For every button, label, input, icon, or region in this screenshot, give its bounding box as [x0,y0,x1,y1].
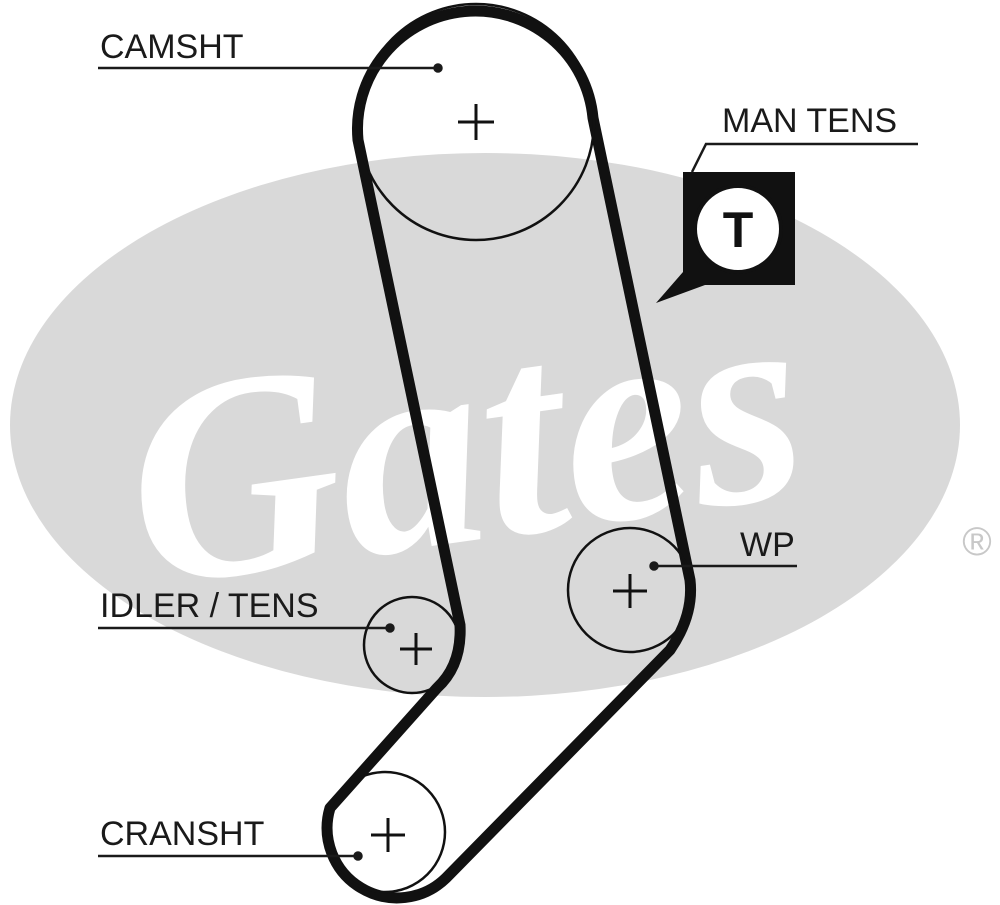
camshaft-leader-dot [433,63,443,73]
plus-icon [400,633,432,665]
water-pump-pulley [566,526,694,654]
crankshaft-leader-dot [353,851,363,861]
registered-mark: ® [962,520,991,564]
idler-tensioner-label: IDLER / TENS [100,587,319,625]
plus-icon [458,104,494,140]
wp-leader-dot [649,561,659,571]
idler-tensioner-pulley [362,595,462,695]
logo-oval [10,153,960,697]
water-pump-label: WP [740,526,795,564]
gates-logo: Gates ® [10,153,992,697]
idler-leader-dot [385,623,395,633]
manual-tensioner-badge: T [656,172,795,303]
man-tens-leader [690,142,918,173]
plus-icon [613,574,647,608]
crankshaft-label: CRANSHT [100,815,264,853]
leader-lines [98,63,918,861]
camshaft-pulley [356,2,596,242]
plus-icon [371,818,405,852]
camshaft-label: CAMSHT [100,28,244,66]
crankshaft-pulley [323,770,447,894]
tensioner-symbol: T [723,202,754,258]
manual-tensioner-label: MAN TENS [722,102,897,140]
